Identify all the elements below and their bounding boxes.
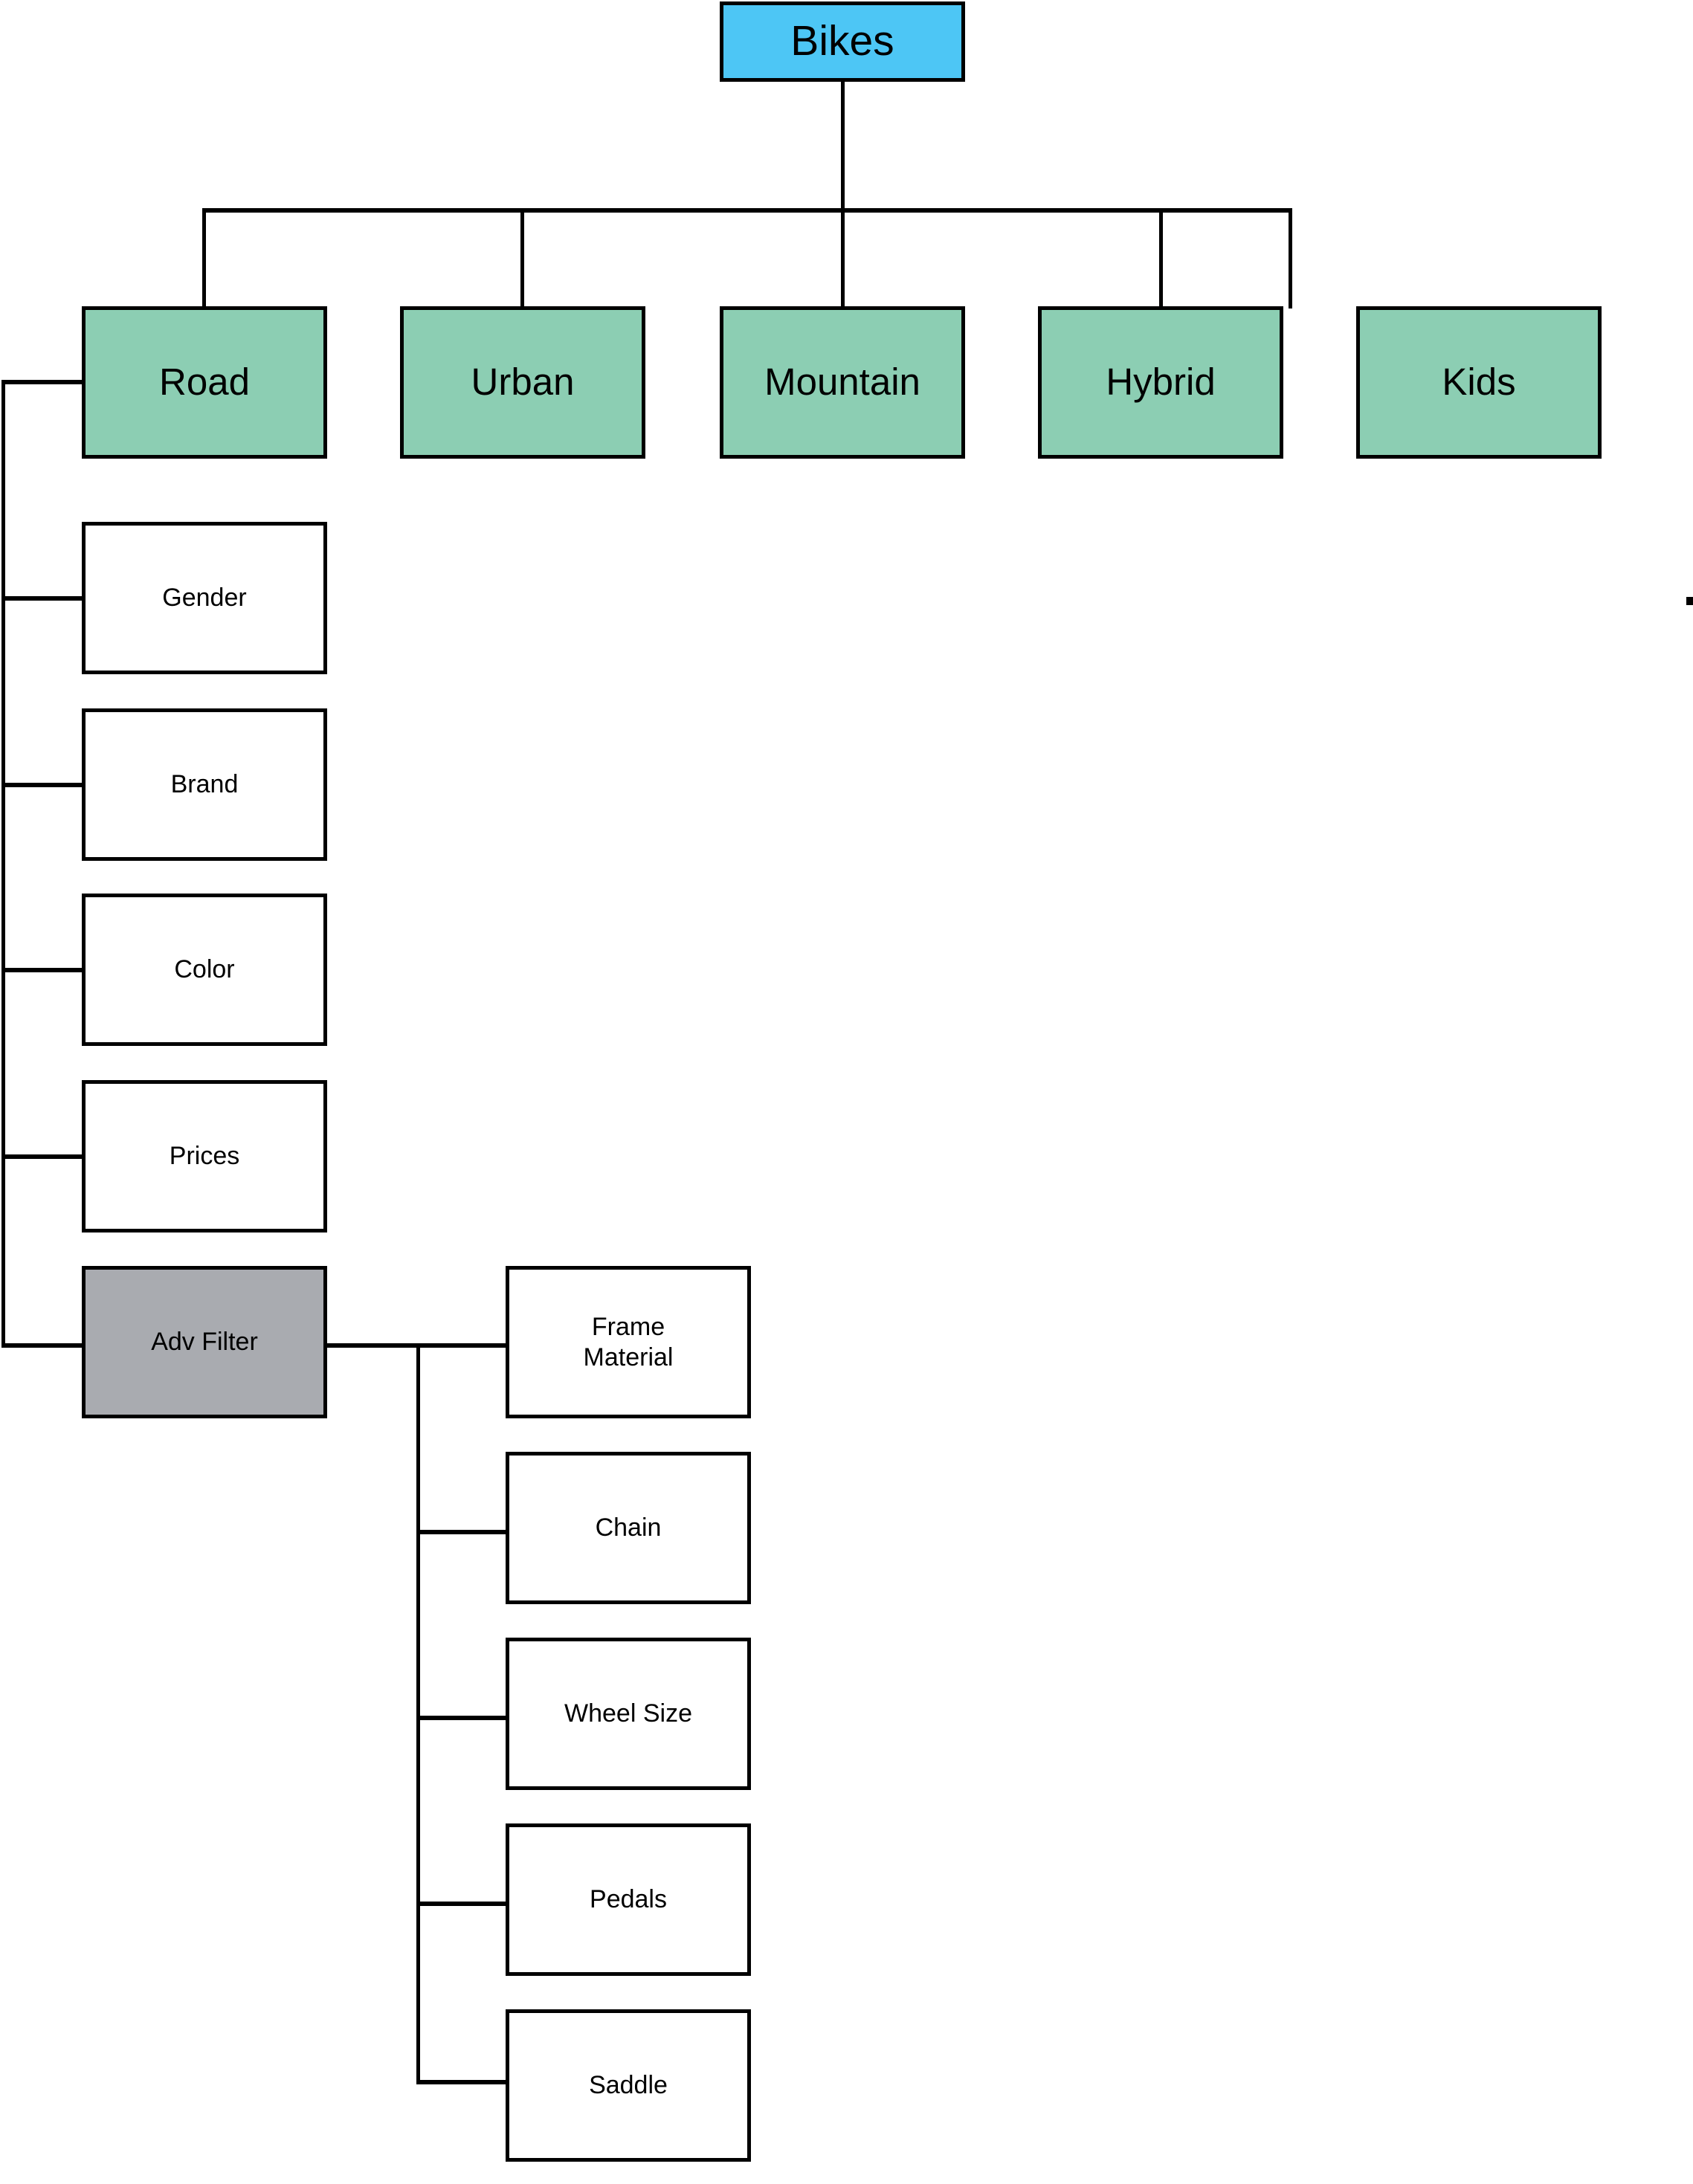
edge-stub-saddle [416, 2080, 507, 2084]
node-color[interactable]: Color [82, 894, 327, 1046]
edge-stub-gender [1, 596, 83, 601]
node-prices-label: Prices [169, 1142, 240, 1171]
node-road-label: Road [159, 361, 250, 404]
edge-road-left-stub [1, 380, 83, 384]
node-saddle[interactable]: Saddle [506, 2009, 751, 2162]
edge-stub-color [1, 968, 83, 972]
node-pedals-label: Pedals [590, 1885, 667, 1914]
edge-stub-wheel-size [416, 1716, 507, 1720]
edge-stub-adv-filter [1, 1343, 83, 1348]
stray-dot-marker [1686, 597, 1693, 605]
edge-adv-trunk [416, 1343, 420, 2084]
node-kids-label: Kids [1442, 361, 1516, 404]
edge-stub-frame-material [416, 1343, 507, 1348]
edge-drop-kids [1289, 208, 1292, 308]
node-wheel-size-label: Wheel Size [564, 1699, 692, 1728]
node-saddle-label: Saddle [589, 2071, 668, 2100]
edge-stub-prices [1, 1154, 83, 1159]
node-frame-material[interactable]: Frame Material [506, 1266, 751, 1418]
node-chain-label: Chain [595, 1513, 662, 1542]
node-brand-label: Brand [170, 770, 239, 799]
node-frame-material-label: Frame Material [578, 1312, 680, 1372]
edge-drop-hybrid [1159, 208, 1163, 308]
edge-drop-road [202, 208, 206, 308]
node-urban-label: Urban [471, 361, 575, 404]
edge-stub-pedals [416, 1902, 507, 1906]
edge-category-bus [202, 208, 1292, 213]
node-brand[interactable]: Brand [82, 708, 327, 861]
node-adv-filter[interactable]: Adv Filter [82, 1266, 327, 1418]
node-frame-material-line1: Frame [591, 1313, 665, 1342]
edge-drop-urban [520, 208, 524, 308]
node-wheel-size[interactable]: Wheel Size [506, 1638, 751, 1790]
node-road[interactable]: Road [82, 306, 327, 459]
edge-root-stem [841, 80, 845, 212]
node-mountain-label: Mountain [764, 361, 920, 404]
node-mountain[interactable]: Mountain [720, 306, 965, 459]
node-frame-material-line2: Material [583, 1343, 674, 1372]
edge-stub-brand [1, 783, 83, 787]
edge-road-trunk [1, 380, 5, 1348]
edge-drop-mountain [841, 208, 845, 308]
node-color-label: Color [174, 955, 235, 984]
node-gender-label: Gender [162, 584, 247, 613]
node-bikes-label: Bikes [790, 17, 894, 65]
node-bikes[interactable]: Bikes [720, 1, 965, 82]
node-hybrid-label: Hybrid [1106, 361, 1216, 404]
edge-adv-right-stub [325, 1343, 420, 1348]
node-chain[interactable]: Chain [506, 1452, 751, 1604]
node-urban[interactable]: Urban [400, 306, 645, 459]
node-gender[interactable]: Gender [82, 522, 327, 674]
node-hybrid[interactable]: Hybrid [1038, 306, 1283, 459]
node-pedals[interactable]: Pedals [506, 1823, 751, 1976]
node-adv-filter-label: Adv Filter [151, 1328, 258, 1357]
node-kids[interactable]: Kids [1356, 306, 1602, 459]
edge-stub-chain [416, 1530, 507, 1534]
node-prices[interactable]: Prices [82, 1080, 327, 1232]
